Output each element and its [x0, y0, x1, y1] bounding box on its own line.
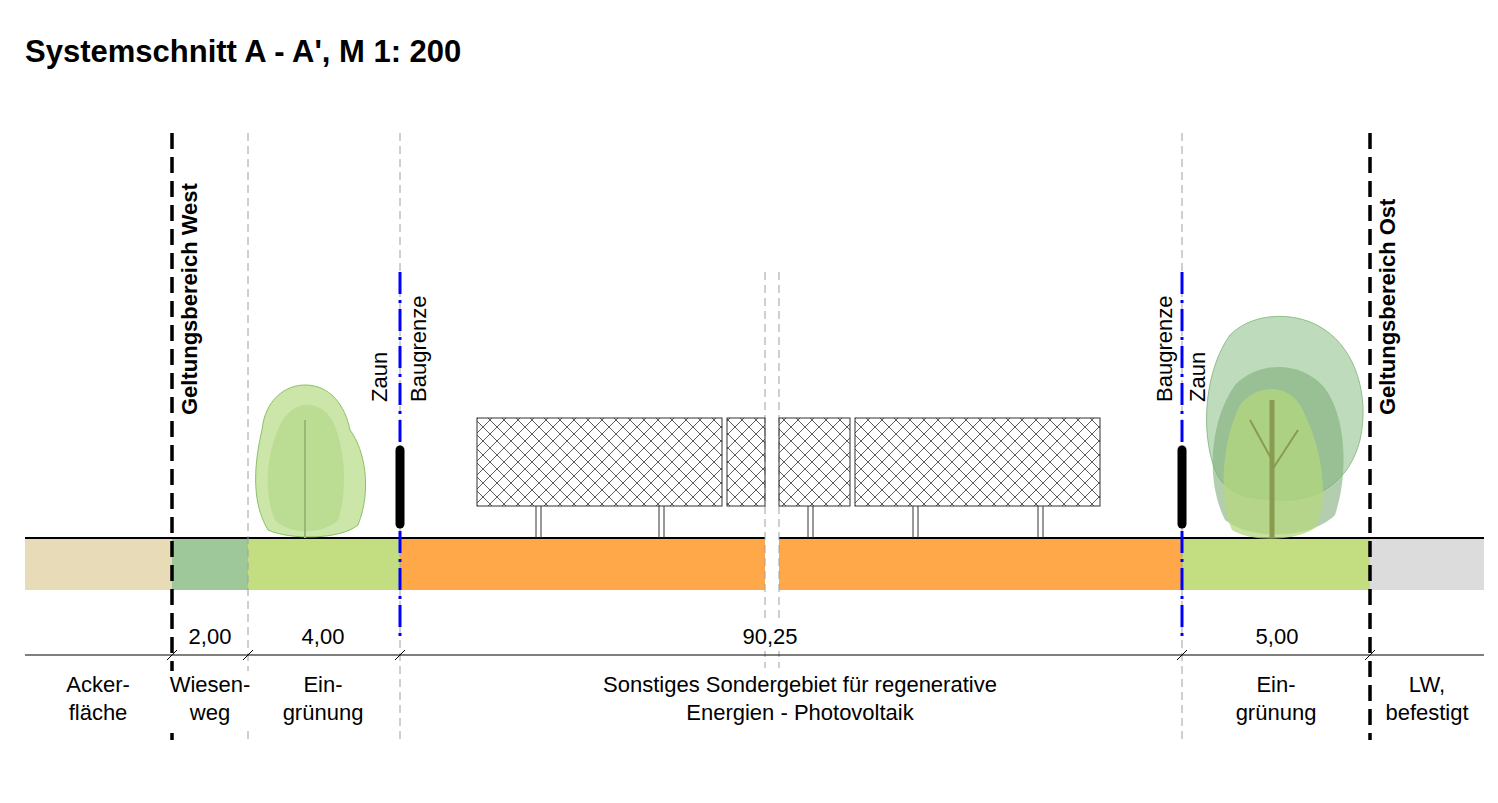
green-band [1182, 538, 1370, 590]
building-limit-label: Baugrenze [1151, 296, 1179, 402]
dimension-value: 2,00 [187, 623, 234, 651]
area-label: Wiesen- weg [162, 671, 258, 727]
pv-band [779, 538, 1182, 590]
area-label: Sonstiges Sondergebiet für regenerative … [575, 671, 1025, 727]
area-label: LW, befestigt [1375, 671, 1479, 727]
dimension-line [25, 655, 1484, 656]
dimension-value: 90,25 [740, 623, 799, 651]
dimension-ticks [167, 650, 1375, 660]
pv-modules [477, 418, 1100, 506]
ground-line [779, 537, 1484, 539]
drawing-title: Systemschnitt A - A', M 1: 200 [25, 34, 461, 70]
road-band [1370, 538, 1484, 590]
fence-label: Zaun [1184, 352, 1212, 402]
ground-line [25, 537, 765, 539]
green-band [248, 538, 400, 590]
pv-posts [536, 506, 1043, 538]
building-limit-lines [400, 272, 1182, 640]
area-label: Acker- fläche [55, 671, 141, 727]
fence-label: Zaun [366, 352, 394, 402]
boundary-lines [172, 133, 1370, 740]
building-limit-label: Baugrenze [405, 296, 433, 402]
dimension-value: 4,00 [300, 623, 347, 651]
field-band [25, 538, 172, 590]
dimension-value: 5,00 [1254, 623, 1301, 651]
area-label: Ein- grünung [1225, 671, 1327, 727]
boundary-label: Geltungsbereich West [176, 183, 204, 415]
area-label: Ein- grünung [272, 671, 374, 727]
tree-west [256, 385, 366, 538]
section-lines [248, 133, 1182, 740]
pv-band [400, 538, 765, 590]
boundary-label: Geltungsbereich Ost [1374, 199, 1402, 415]
tree-east [1207, 316, 1364, 538]
path-band [172, 538, 248, 590]
